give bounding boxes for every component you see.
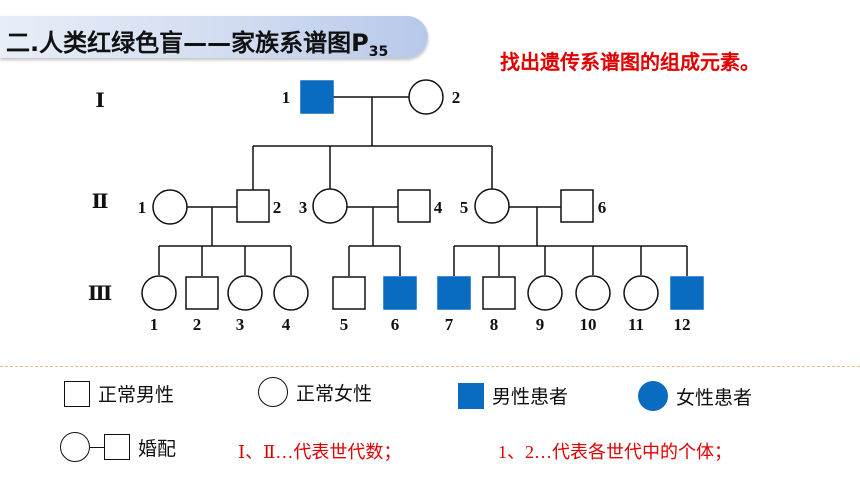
generation-label-2: Ⅱ	[92, 191, 109, 213]
label-g2-5: 5	[460, 198, 469, 217]
individual-g3-3-female-circle	[227, 275, 263, 311]
individual-g3-6-male-square	[383, 276, 417, 310]
individual-g3-12-male-square	[670, 276, 704, 310]
generation-label-3: Ⅲ	[88, 283, 112, 305]
label-g2-2: 2	[273, 198, 282, 217]
individual-g2-6-male-square	[560, 189, 594, 223]
legend-label: 婚配	[138, 437, 177, 460]
label-g3-5: 5	[340, 315, 349, 334]
label-g3-10: 10	[580, 315, 597, 334]
label-g3-7: 7	[445, 315, 454, 334]
label-g3-4: 4	[282, 315, 291, 334]
label-g3-8: 8	[490, 315, 499, 334]
individual-g3-8-male-square	[482, 276, 516, 310]
pedigree-lines	[158, 96, 688, 276]
pedigree-individuals	[141, 79, 704, 311]
individual-g2-5-female-circle	[474, 188, 510, 224]
label-g2-1: 1	[138, 198, 147, 217]
individual-g2-3-female-circle	[312, 188, 348, 224]
label-g2-6: 6	[598, 198, 607, 217]
marriage-circle-icon	[60, 432, 90, 462]
individual-g3-10-female-circle	[575, 275, 611, 311]
individual-g3-5-male-square	[332, 276, 366, 310]
individual-g3-1-female-circle	[141, 275, 177, 311]
individual-g3-11-female-circle	[623, 275, 659, 311]
generation-note: Ⅰ、Ⅱ…代表世代数；	[238, 442, 402, 462]
label-g3-6: 6	[391, 315, 400, 334]
individual-g2-4-male-square	[397, 189, 431, 223]
individual-g2-2-male-square	[236, 189, 270, 223]
individual-g3-9-female-circle	[527, 275, 563, 311]
normal-male-square-icon	[64, 380, 90, 407]
task-instruction: 找出遗传系谱图的组成元素。	[500, 50, 760, 74]
label-g1-2: 2	[452, 88, 461, 107]
label-g1-1: 1	[282, 88, 291, 107]
legend-marriage: 婚配	[60, 432, 176, 462]
marriage-line-icon	[90, 446, 104, 448]
individual-g1-1-male-square	[300, 80, 334, 114]
label-g3-9: 9	[536, 315, 545, 334]
affected-female-circle-icon	[638, 381, 668, 411]
marriage-square-icon	[104, 434, 130, 460]
individual-g1-2-female-circle	[408, 79, 444, 115]
legend-label: 正常男性	[98, 384, 175, 406]
legend-affected-male: 男性患者	[458, 382, 568, 409]
legend-divider	[0, 366, 860, 367]
legend-normal-male: 正常男性	[64, 380, 174, 407]
legend-affected-female: 女性患者	[638, 381, 752, 411]
individual-g3-7-male-square	[437, 276, 471, 310]
affected-male-square-icon	[458, 382, 484, 409]
individual-note: 1、2…代表各世代中的个体；	[498, 442, 732, 462]
label-g3-11: 11	[628, 315, 644, 334]
legend-normal-female: 正常女性	[258, 377, 372, 407]
title-banner	[0, 16, 428, 58]
generation-label-1: Ⅰ	[95, 90, 104, 112]
individual-g2-1-female-circle	[152, 189, 188, 225]
normal-female-circle-icon	[258, 377, 288, 407]
legend-label: 正常女性	[296, 382, 373, 405]
label-g2-3: 3	[299, 198, 308, 217]
legend-label: 女性患者	[676, 386, 753, 409]
label-g3-12: 12	[674, 315, 691, 334]
individual-g3-4-female-circle	[273, 275, 309, 311]
label-g3-3: 3	[236, 315, 245, 334]
page-number-subscript: 35	[368, 44, 389, 60]
page-title: 二.人类红绿色盲——家族系谱图P35	[6, 29, 389, 60]
individual-g3-2-male-square	[185, 276, 219, 310]
legend-label: 男性患者	[492, 386, 569, 408]
label-g2-4: 4	[434, 198, 443, 217]
label-g3-2: 2	[193, 315, 202, 334]
label-g3-1: 1	[150, 315, 159, 334]
